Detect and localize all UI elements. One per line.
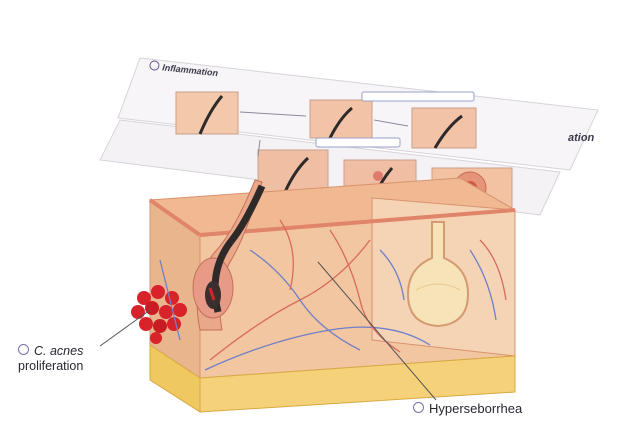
- hyperseborrhea-label: Hyperseborrhea: [413, 401, 522, 416]
- thumbnail-comedone: [412, 108, 476, 148]
- acnes-proliferation-label: C. acnes proliferation: [18, 344, 83, 374]
- step-marker-icon: [413, 402, 424, 413]
- acnes-line2: proliferation: [18, 359, 83, 374]
- acnes-line1: C. acnes: [18, 344, 83, 359]
- step-marker-icon: [18, 344, 29, 355]
- inflammation-right-label: ation: [568, 132, 594, 144]
- thumbnail-microcomedone: [310, 100, 372, 138]
- thumbnail-normal-follicle: [176, 92, 238, 134]
- step-marker-icon: [149, 60, 160, 71]
- thumbnail-papule: [258, 150, 328, 192]
